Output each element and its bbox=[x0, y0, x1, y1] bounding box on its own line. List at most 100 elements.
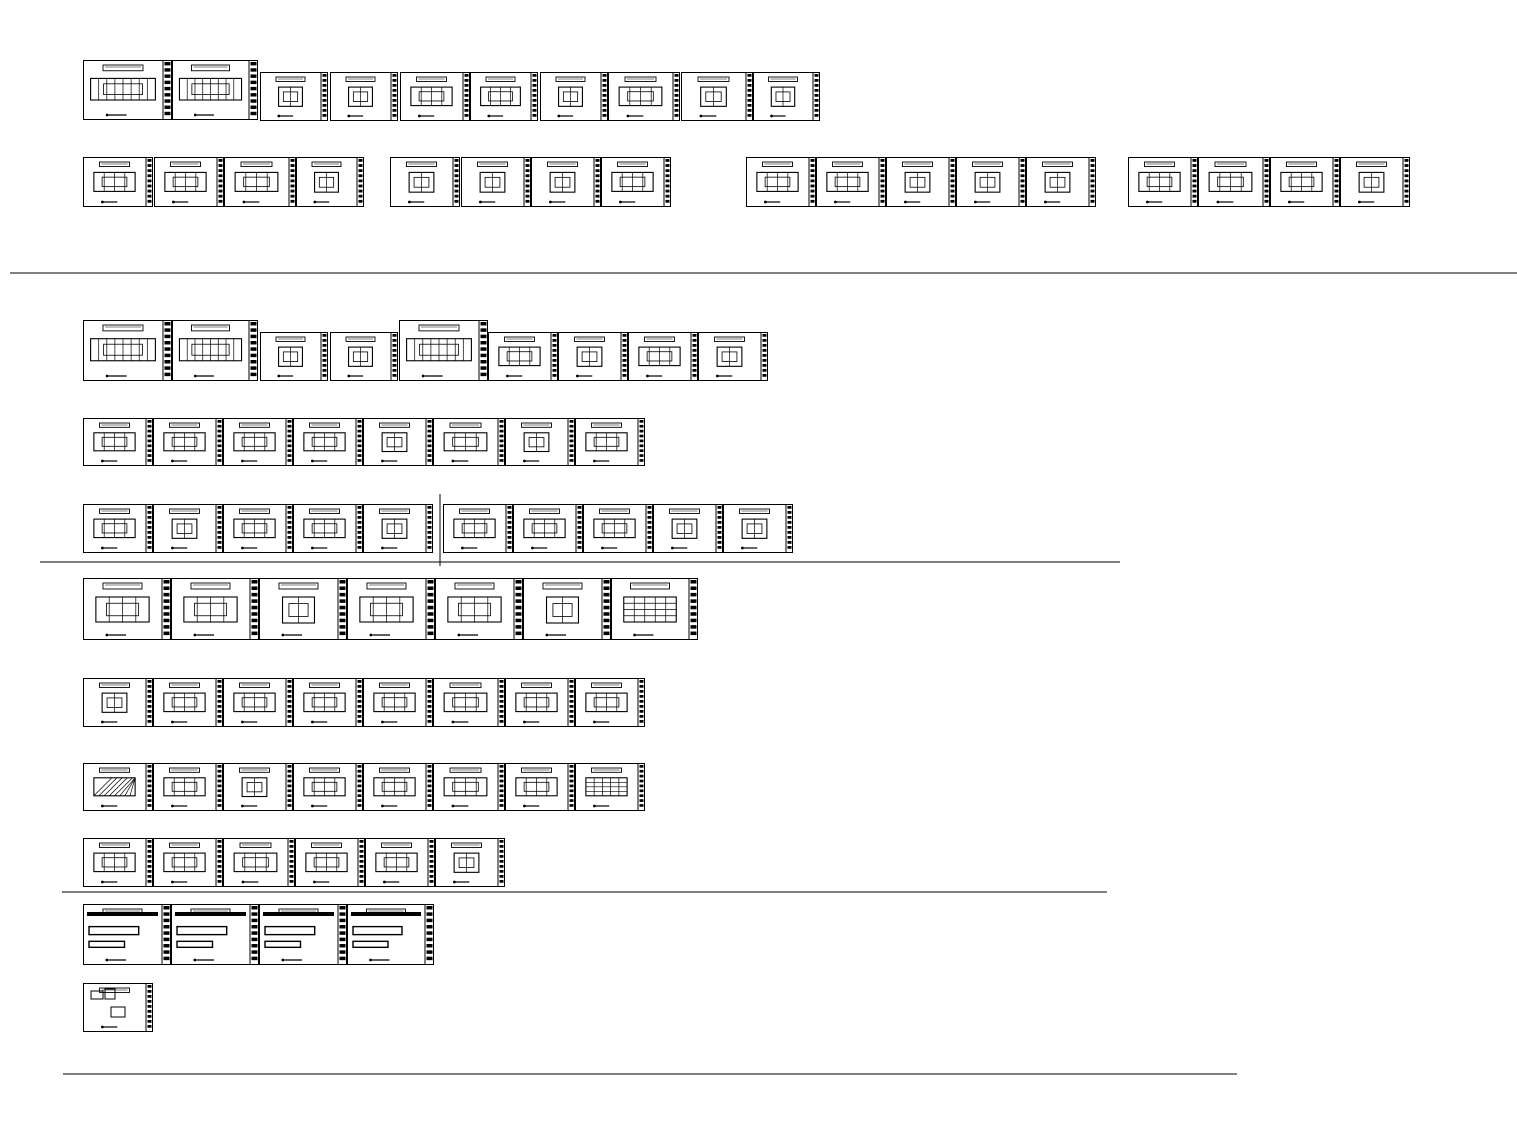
drawing-sheet[interactable] bbox=[330, 72, 398, 121]
drawing-sheet[interactable] bbox=[461, 157, 531, 207]
drawing-sheet[interactable] bbox=[171, 904, 259, 965]
drawing-sheet[interactable] bbox=[435, 838, 505, 887]
sheet-row-2 bbox=[83, 157, 1410, 207]
drawing-sheet[interactable] bbox=[1270, 157, 1340, 207]
drawing-sheet[interactable] bbox=[488, 332, 558, 381]
drawing-sheet[interactable] bbox=[83, 320, 172, 381]
drawing-sheet[interactable] bbox=[746, 157, 816, 207]
drawing-sheet[interactable] bbox=[435, 578, 523, 640]
drawing-sheet[interactable] bbox=[83, 157, 153, 207]
drawing-sheet[interactable] bbox=[583, 504, 653, 553]
drawing-sheet[interactable] bbox=[365, 838, 435, 887]
drawing-sheet[interactable] bbox=[83, 983, 153, 1032]
sheet-row-5 bbox=[83, 504, 793, 553]
drawing-sheet[interactable] bbox=[433, 418, 505, 466]
drawing-sheet[interactable] bbox=[347, 578, 435, 640]
drawing-sheet[interactable] bbox=[575, 763, 645, 811]
drawing-sheet[interactable] bbox=[83, 418, 153, 466]
drawing-sheet[interactable] bbox=[295, 838, 365, 887]
drawing-sheet[interactable] bbox=[753, 72, 820, 121]
drawing-sheet[interactable] bbox=[816, 157, 886, 207]
drawing-sheet[interactable] bbox=[628, 332, 698, 381]
drawing-sheet[interactable] bbox=[153, 838, 223, 887]
drawing-sheet[interactable] bbox=[172, 60, 258, 120]
drawing-sheet[interactable] bbox=[363, 504, 433, 553]
drawing-sheet[interactable] bbox=[698, 332, 768, 381]
drawing-sheet[interactable] bbox=[153, 418, 223, 466]
drawing-sheet[interactable] bbox=[154, 157, 224, 207]
sheet-row-9 bbox=[83, 838, 505, 887]
sheet-row-3 bbox=[83, 320, 768, 381]
drawing-sheet[interactable] bbox=[470, 72, 538, 121]
drawing-sheet[interactable] bbox=[223, 838, 295, 887]
drawing-sheet[interactable] bbox=[223, 504, 293, 553]
sheet-row-4 bbox=[83, 418, 645, 466]
drawing-sheet[interactable] bbox=[601, 157, 671, 207]
drawing-sheet[interactable] bbox=[171, 578, 259, 640]
sheet-row-1 bbox=[83, 60, 820, 121]
drawing-sheet[interactable] bbox=[153, 504, 223, 553]
sheet-row-8 bbox=[83, 763, 645, 811]
drawing-sheet[interactable] bbox=[260, 332, 328, 381]
drawing-sheet[interactable] bbox=[363, 418, 433, 466]
drawing-sheet[interactable] bbox=[223, 418, 293, 466]
drawing-sheet[interactable] bbox=[433, 763, 505, 811]
drawing-sheet[interactable] bbox=[400, 72, 470, 121]
drawing-sheet[interactable] bbox=[531, 157, 601, 207]
drawing-sheet[interactable] bbox=[575, 678, 645, 727]
drawing-sheet[interactable] bbox=[611, 578, 698, 640]
drawing-sheet[interactable] bbox=[83, 904, 171, 965]
drawing-sheet[interactable] bbox=[1026, 157, 1096, 207]
drawing-sheet[interactable] bbox=[1198, 157, 1270, 207]
drawing-sheet[interactable] bbox=[153, 678, 223, 727]
drawing-sheet[interactable] bbox=[223, 678, 293, 727]
drawing-sheet[interactable] bbox=[681, 72, 753, 121]
drawing-sheet[interactable] bbox=[558, 332, 628, 381]
drawing-sheet[interactable] bbox=[1128, 157, 1198, 207]
drawing-sheet[interactable] bbox=[260, 72, 328, 121]
drawing-sheet[interactable] bbox=[505, 418, 575, 466]
drawing-sheet[interactable] bbox=[293, 763, 363, 811]
drawing-sheet[interactable] bbox=[83, 578, 171, 640]
drawing-sheet[interactable] bbox=[575, 418, 645, 466]
sheet-row-10 bbox=[83, 904, 434, 965]
drawing-sheet[interactable] bbox=[513, 504, 583, 553]
drawing-sheet[interactable] bbox=[83, 763, 153, 811]
drawing-sheet[interactable] bbox=[399, 320, 488, 381]
drawing-sheet[interactable] bbox=[83, 504, 153, 553]
drawing-sheet[interactable] bbox=[653, 504, 723, 553]
sheet-row-6 bbox=[83, 578, 698, 640]
drawing-sheet[interactable] bbox=[83, 60, 172, 120]
drawing-sheet[interactable] bbox=[223, 763, 293, 811]
drawing-sheet[interactable] bbox=[390, 157, 460, 207]
drawing-sheet[interactable] bbox=[172, 320, 258, 381]
drawing-sheet[interactable] bbox=[224, 157, 296, 207]
drawing-sheet[interactable] bbox=[83, 838, 153, 887]
drawing-sheet[interactable] bbox=[523, 578, 611, 640]
drawing-sheet[interactable] bbox=[505, 678, 575, 727]
drawing-sheet[interactable] bbox=[956, 157, 1026, 207]
drawing-sheet[interactable] bbox=[330, 332, 398, 381]
drawing-sheet[interactable] bbox=[1340, 157, 1410, 207]
drawing-sheet[interactable] bbox=[540, 72, 608, 121]
sheet-row-11 bbox=[83, 983, 153, 1032]
drawing-sheet[interactable] bbox=[347, 904, 434, 965]
drawing-sheet[interactable] bbox=[259, 578, 347, 640]
drawing-sheet[interactable] bbox=[293, 418, 363, 466]
drawing-sheet[interactable] bbox=[296, 157, 364, 207]
drawing-sheet[interactable] bbox=[505, 763, 575, 811]
drawing-sheet[interactable] bbox=[433, 678, 505, 727]
drawing-sheet[interactable] bbox=[608, 72, 680, 121]
drawing-sheet[interactable] bbox=[293, 678, 363, 727]
drawing-sheet[interactable] bbox=[259, 904, 347, 965]
drawing-sheet[interactable] bbox=[443, 504, 513, 553]
sheet-row-7 bbox=[83, 678, 645, 727]
drawing-sheet[interactable] bbox=[83, 678, 153, 727]
drawing-sheet[interactable] bbox=[293, 504, 363, 553]
drawing-sheet[interactable] bbox=[363, 678, 433, 727]
drawing-sheet[interactable] bbox=[363, 763, 433, 811]
drawing-sheet[interactable] bbox=[153, 763, 223, 811]
drawing-sheet[interactable] bbox=[723, 504, 793, 553]
drawing-sheet[interactable] bbox=[886, 157, 956, 207]
